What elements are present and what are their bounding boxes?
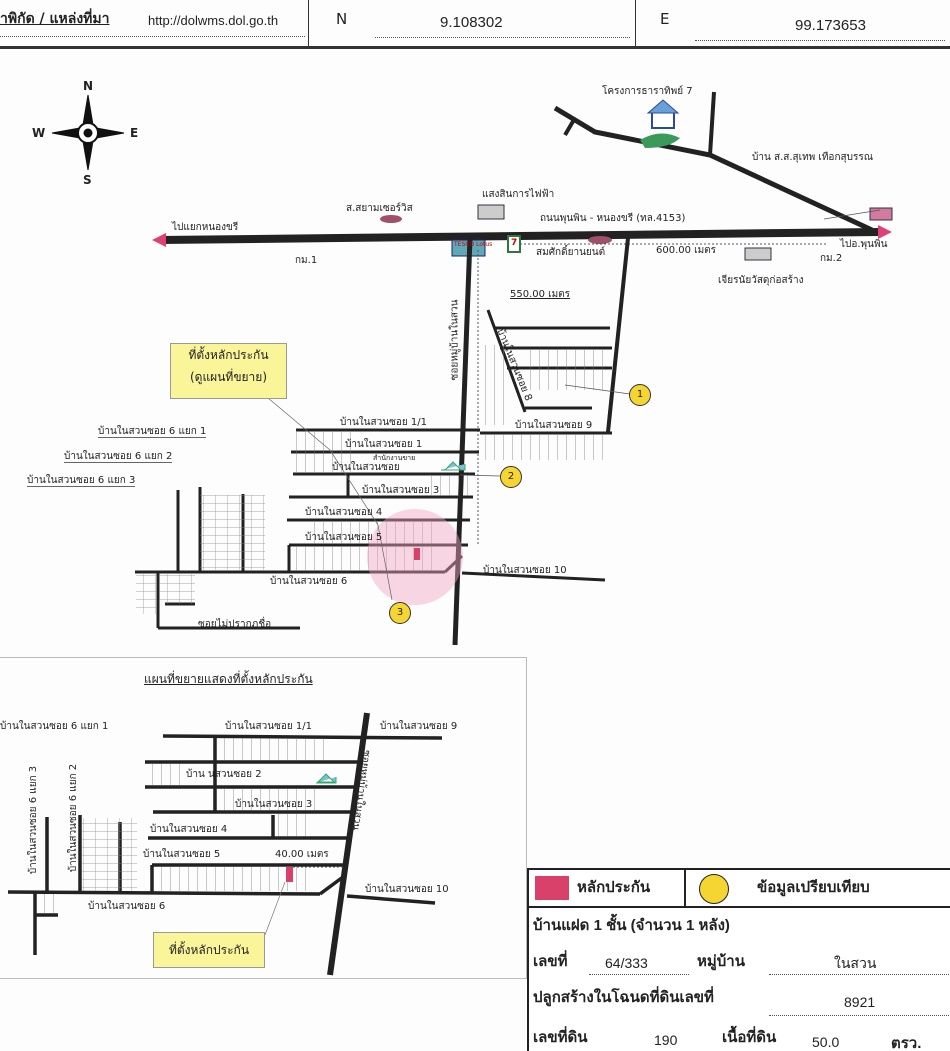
east-label: E — [660, 10, 670, 28]
area-value: 50.0 — [812, 1034, 840, 1050]
coordinate-header: าพิกัด / แหล่งที่มา http://dolwms.dol.go… — [0, 0, 950, 49]
land-no-value: 190 — [654, 1032, 678, 1048]
inset-title: แผนที่ขยายแสดงที่ตั้งหลักประกัน — [144, 672, 313, 686]
label-main-soi: ซอยหมู่บ้านในสวน — [449, 299, 461, 381]
inset-soi6-3: บ้านในสวนซอย 6 แยก 3 — [28, 765, 40, 875]
area-label: เนื้อที่ดิน — [722, 1029, 777, 1046]
label-soi1-1: บ้านในสวนซอย 1/1 — [340, 417, 427, 428]
east-value: 99.173653 — [795, 17, 866, 34]
label-seven: 7 — [511, 238, 518, 248]
label-soi6-1: บ้านในสวนซอย 6 แยก 1 — [98, 426, 207, 438]
legend-collateral: หลักประกัน — [577, 879, 651, 896]
legend-table: หลักประกัน ข้อมูลเปรียบเทียบ บ้านแฝด 1 ช… — [527, 868, 950, 1051]
label-chiansin: เจียรนัยวัสดุก่อสร้าง — [718, 275, 804, 286]
callout-line1: ที่ตั้งหลักประกัน — [188, 348, 269, 362]
housing-project-icon — [640, 99, 680, 148]
collateral-callout: ที่ตั้งหลักประกัน (ดูแผนที่ขยาย) — [170, 343, 287, 399]
label-somsak: สมศักดิ์ยานยนต์ — [536, 247, 606, 258]
car-icon — [380, 215, 402, 223]
inset-sales-office-icon — [316, 773, 337, 784]
comparison-marker-1[interactable]: 1 — [629, 384, 651, 406]
compass-icon — [51, 94, 125, 171]
sales-office-icon — [441, 461, 466, 471]
label-soi2: บ้านในสวนซอย — [332, 462, 400, 473]
divider — [308, 0, 309, 46]
north-value: 9.108302 — [440, 14, 503, 31]
label-soi6: บ้านในสวนซอย 6 — [270, 576, 348, 587]
label-soi9: บ้านในสวนซอย 9 — [515, 420, 593, 431]
shop-icon — [744, 247, 772, 261]
label-sales-office: สำนักงานขาย — [373, 454, 416, 462]
inset-soi10: บ้านในสวนซอย 10 — [365, 884, 449, 895]
label-to-nongkhri: ไปแยกหนองขรี — [172, 222, 239, 233]
compass-n: N — [83, 79, 94, 93]
compass-e: E — [130, 126, 139, 140]
source-url[interactable]: http://dolwms.dol.go.th — [148, 13, 279, 28]
legend-comparison: ข้อมูลเปรียบเทียบ — [757, 879, 870, 896]
inset-soi9: บ้านในสวนซอย 9 — [380, 721, 458, 732]
north-label: N — [336, 10, 348, 28]
label-highway: ถนนพุนพิน - หนองขรี (ทล.4153) — [540, 213, 686, 224]
area-unit: ตรว. — [891, 1035, 922, 1051]
label-dist550: 550.00 เมตร — [510, 289, 571, 300]
label-km2: กม.2 — [820, 253, 843, 264]
comparison-marker-3[interactable]: 3 — [389, 602, 411, 624]
comparison-swatch — [699, 874, 729, 904]
label-tesco: TESCO Lotus — [454, 241, 493, 248]
inset-map-frame — [0, 657, 527, 979]
inset-soi5: บ้านในสวนซอย 5 — [143, 849, 221, 860]
inset-collateral-callout: ที่ตั้งหลักประกัน — [153, 932, 265, 968]
village-value: ในสวน — [834, 955, 877, 971]
source-label: าพิกัด / แหล่งที่มา — [0, 11, 110, 27]
label-unnamed-soi: ซอยไม่ปรากฏชื่อ — [198, 619, 272, 630]
inset-soi2: บ้าน นสวนซอย 2 — [186, 769, 262, 780]
callout-line2: (ดูแผนที่ขยาย) — [189, 370, 268, 384]
house-icon — [869, 207, 893, 221]
label-to-phunphin: ไปอ.พุนพิน — [840, 239, 888, 250]
label-soi10: บ้านในสวนซอย 10 — [483, 565, 567, 576]
inset-soi6-2: บ้านในสวนซอย 6 แยก 2 — [68, 763, 80, 873]
label-soi3: บ้านในสวนซอย 3 — [362, 485, 440, 496]
shop-icon — [477, 204, 505, 220]
inset-soi6-1: บ้านในสวนซอย 6 แยก 1 — [0, 721, 109, 732]
village-label: หมู่บ้าน — [697, 953, 745, 970]
collateral-swatch — [535, 876, 569, 900]
label-thip7: โครงการธาราทิพย์ 7 — [602, 86, 693, 97]
label-soi6-2: บ้านในสวนซอย 6 แยก 2 — [64, 451, 173, 463]
land-no-label: เลขที่ดิน — [533, 1029, 588, 1046]
label-soi6-3: บ้านในสวนซอย 6 แยก 3 — [27, 475, 136, 487]
inset-soi6: บ้านในสวนซอย 6 — [88, 901, 166, 912]
deed-value: 8921 — [844, 994, 876, 1010]
label-km1: กม.1 — [295, 255, 318, 266]
inset-soi4: บ้านในสวนซอย 4 — [150, 824, 228, 835]
label-sangsin: แสงสินการไฟฟ้า — [482, 189, 555, 200]
label-soi1: บ้านในสวนซอย 1 — [345, 439, 423, 450]
house-type: บ้านแฝด 1 ชั้น (จำนวน 1 หลัง) — [533, 917, 730, 934]
label-siam: ส.สยามเซอร์วิส — [346, 203, 413, 214]
inset-soi3: บ้านในสวนซอย 3 — [235, 799, 313, 810]
car-icon — [588, 236, 612, 244]
label-soi4: บ้านในสวนซอย 4 — [305, 507, 383, 518]
deed-label: ปลูกสร้างในโฉนดที่ดินเลขที่ — [533, 989, 714, 1006]
inset-soi1-1: บ้านในสวนซอย 1/1 — [225, 721, 312, 732]
comparison-marker-2[interactable]: 2 — [500, 466, 522, 488]
label-dist600: 600.00 เมตร — [656, 245, 717, 256]
collateral-marker — [414, 548, 420, 560]
divider — [635, 0, 636, 46]
compass-s: S — [83, 173, 92, 187]
inset-dist40: 40.00 เมตร — [275, 849, 329, 860]
label-house-mp: บ้าน ส.ส.สุเทพ เทือกสุบรรณ — [752, 152, 873, 163]
inset-collateral-marker — [286, 867, 293, 882]
house-no-value: 64/333 — [605, 955, 648, 971]
house-no-label: เลขที่ — [533, 953, 568, 970]
label-soi5: บ้านในสวนซอย 5 — [305, 532, 383, 543]
compass-w: W — [32, 126, 46, 140]
